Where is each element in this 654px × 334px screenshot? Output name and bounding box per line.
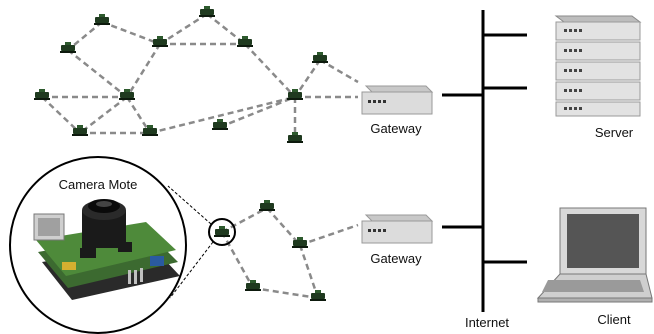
sensor-mote-icon bbox=[237, 36, 253, 47]
sensor-mote-icon bbox=[94, 14, 110, 25]
camera-mote-board-icon bbox=[33, 199, 180, 300]
sensor-mote-icon bbox=[287, 132, 303, 143]
bottom-mesh-links bbox=[220, 206, 359, 300]
zoom-callout-lines bbox=[167, 185, 214, 299]
sensor-mote-icon bbox=[259, 200, 275, 211]
sensor-mote-icon bbox=[60, 42, 76, 53]
server-rack-icon bbox=[554, 15, 642, 117]
camera-mote-highlight bbox=[208, 218, 236, 246]
sensor-mote-icon bbox=[199, 6, 215, 17]
sensor-mote-icon bbox=[245, 280, 261, 291]
internet-backbone bbox=[442, 10, 527, 312]
laptop-icon bbox=[536, 207, 653, 303]
sensor-mote-icon bbox=[212, 119, 228, 130]
gateway-device-icon bbox=[361, 214, 434, 244]
top-mesh-links bbox=[41, 12, 359, 140]
sensor-mote-icon bbox=[312, 52, 328, 63]
server-label: Server bbox=[595, 125, 634, 140]
internet-label: Internet bbox=[465, 315, 509, 330]
sensor-mote-icon bbox=[119, 89, 135, 100]
sensor-mote-icon bbox=[142, 125, 158, 136]
camera-mote-label: Camera Mote bbox=[59, 177, 138, 192]
sensor-mote-icon bbox=[34, 89, 50, 100]
client-label: Client bbox=[597, 312, 631, 327]
gateway-device-icon bbox=[361, 85, 434, 115]
sensor-mote-icon bbox=[310, 290, 326, 301]
gateway-bottom-label: Gateway bbox=[370, 251, 422, 266]
gateway-top-label: Gateway bbox=[370, 121, 422, 136]
sensor-mote-icon bbox=[152, 36, 168, 47]
camera-mote-zoom: Camera Mote bbox=[9, 156, 187, 334]
